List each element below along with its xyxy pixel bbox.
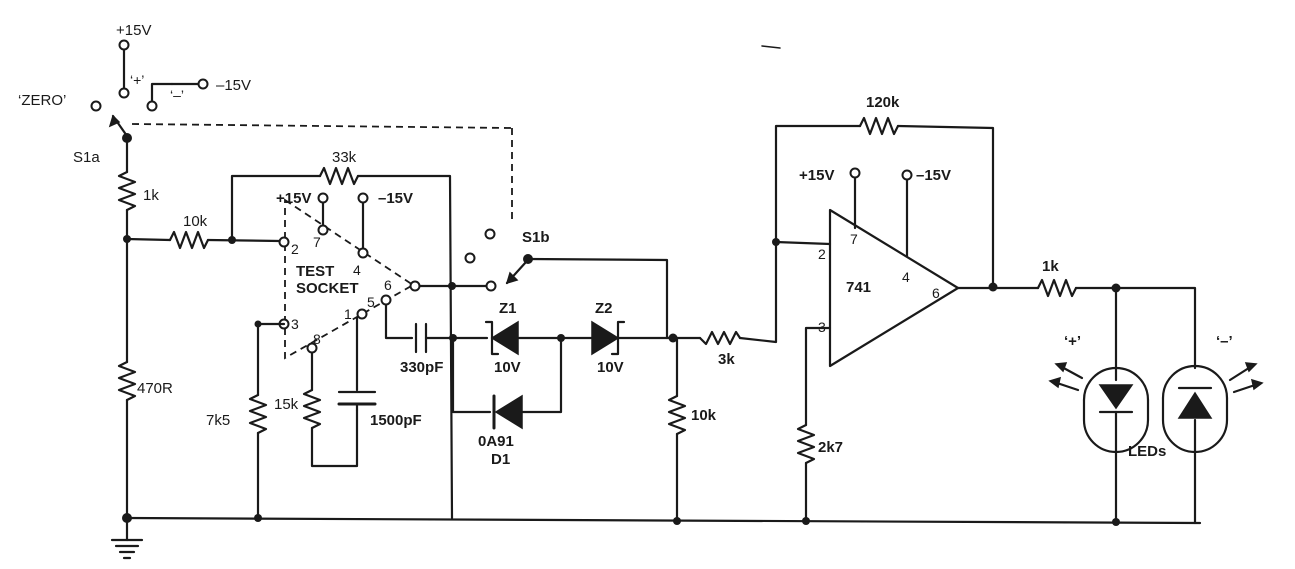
diode-d1 (492, 394, 523, 430)
label-pin-8: 8 (313, 331, 321, 347)
label-r-2k7: 2k7 (818, 439, 843, 456)
label-opamp-plus15: +15V (799, 167, 834, 184)
resistor-2k7 (796, 423, 816, 465)
led-minus (1161, 362, 1264, 525)
opamp-minus15-term (901, 169, 913, 181)
label-z2-v: 10V (597, 359, 624, 376)
socket-pin-5 (380, 294, 392, 306)
label-d1-part: 0A91 (478, 433, 514, 450)
label-r-7k5: 7k5 (206, 412, 230, 429)
switch-s1a (90, 39, 513, 220)
label-pin-3: 3 (291, 316, 299, 332)
ground-rail (125, 516, 1202, 525)
label-top-minus15: –15V (216, 77, 251, 94)
label-s1a: S1a (73, 149, 100, 166)
label-pin-5: 5 (367, 294, 375, 310)
label-pin-1: 1 (344, 306, 352, 322)
label-z1-v: 10V (494, 359, 521, 376)
label-socket-plus15: +15V (276, 190, 311, 207)
socket-pin-6 (409, 280, 421, 292)
ground-symbol (110, 538, 144, 560)
resistor-120k (858, 116, 900, 136)
stray-mark (761, 45, 781, 49)
label-r-1k-led: 1k (1042, 258, 1059, 275)
resistor-10k-output (667, 394, 687, 436)
label-c-1500pf: 1500pF (370, 412, 422, 429)
label-c-330pf: 330pF (400, 359, 443, 376)
label-r-3k: 3k (718, 351, 735, 368)
socket-pin-7-term (317, 192, 329, 204)
socket-pin-7 (317, 224, 329, 236)
label-r-470r: 470R (137, 380, 173, 397)
switch-contact-plus (118, 87, 130, 99)
label-r-10k-out: 10k (691, 407, 717, 424)
socket-pin-4 (357, 247, 369, 259)
terminal-minus15-top (197, 78, 209, 90)
label-socket-minus15: –15V (378, 190, 413, 207)
opamp-741 (828, 208, 960, 368)
zener-z1 (484, 320, 519, 356)
test-socket (278, 192, 421, 360)
label-socket-title1: TEST (296, 263, 334, 280)
label-pin-4: 4 (353, 262, 361, 278)
label-r-33k: 33k (332, 149, 357, 166)
label-z2: Z2 (595, 300, 613, 317)
label-opamp-741: 741 (846, 279, 871, 296)
resistor-15k (302, 388, 322, 430)
label-switch-plus: ‘+’ (130, 72, 144, 88)
label-r-1k-left: 1k (143, 187, 159, 204)
resistor-33k (318, 166, 360, 186)
resistor-470r (117, 360, 137, 402)
label-zero: ‘ZERO’ (18, 92, 66, 109)
label-socket-title2: SOCKET (296, 280, 359, 297)
led-plus (1048, 362, 1150, 524)
resistor-7k5 (248, 393, 268, 435)
label-pin-7: 7 (313, 234, 321, 250)
label-z1: Z1 (499, 300, 517, 317)
label-opamp-pin4: 4 (902, 269, 910, 285)
label-top-plus15: +15V (116, 22, 151, 39)
resistor-1k-left (117, 170, 137, 212)
label-switch-minus: ‘–’ (170, 87, 184, 103)
label-r-15k: 15k (274, 396, 299, 413)
label-opamp-pin2: 2 (818, 246, 826, 262)
label-opamp-pin7: 7 (850, 231, 858, 247)
label-opamp-minus15: –15V (916, 167, 951, 184)
label-led-plus: ‘+’ (1064, 333, 1081, 350)
socket-minus15-term (357, 192, 369, 204)
resistor-3k (698, 330, 742, 346)
switch-contact-minus (146, 100, 158, 112)
label-opamp-pin6: 6 (932, 285, 940, 301)
label-r-10k-in: 10k (183, 213, 208, 230)
switch-contact-zero (90, 100, 102, 112)
terminal-plus15-top (118, 39, 130, 51)
capacitor-330pf (414, 322, 428, 354)
label-pin-6: 6 (384, 277, 392, 293)
capacitor-1500pf (337, 390, 377, 406)
label-d1: D1 (491, 451, 510, 468)
label-leds: LEDs (1128, 443, 1166, 460)
opamp-plus15-term (849, 167, 861, 179)
resistor-1k-led (1036, 278, 1078, 298)
resistor-10k-input (168, 230, 210, 250)
label-led-minus: ‘–’ (1216, 333, 1233, 350)
label-pin-2: 2 (291, 241, 299, 257)
label-s1b: S1b (522, 229, 550, 246)
socket-pin-2 (278, 236, 290, 248)
label-r-120k: 120k (866, 94, 900, 111)
socket-pin-1 (356, 308, 368, 320)
switch-s1b (464, 228, 669, 340)
